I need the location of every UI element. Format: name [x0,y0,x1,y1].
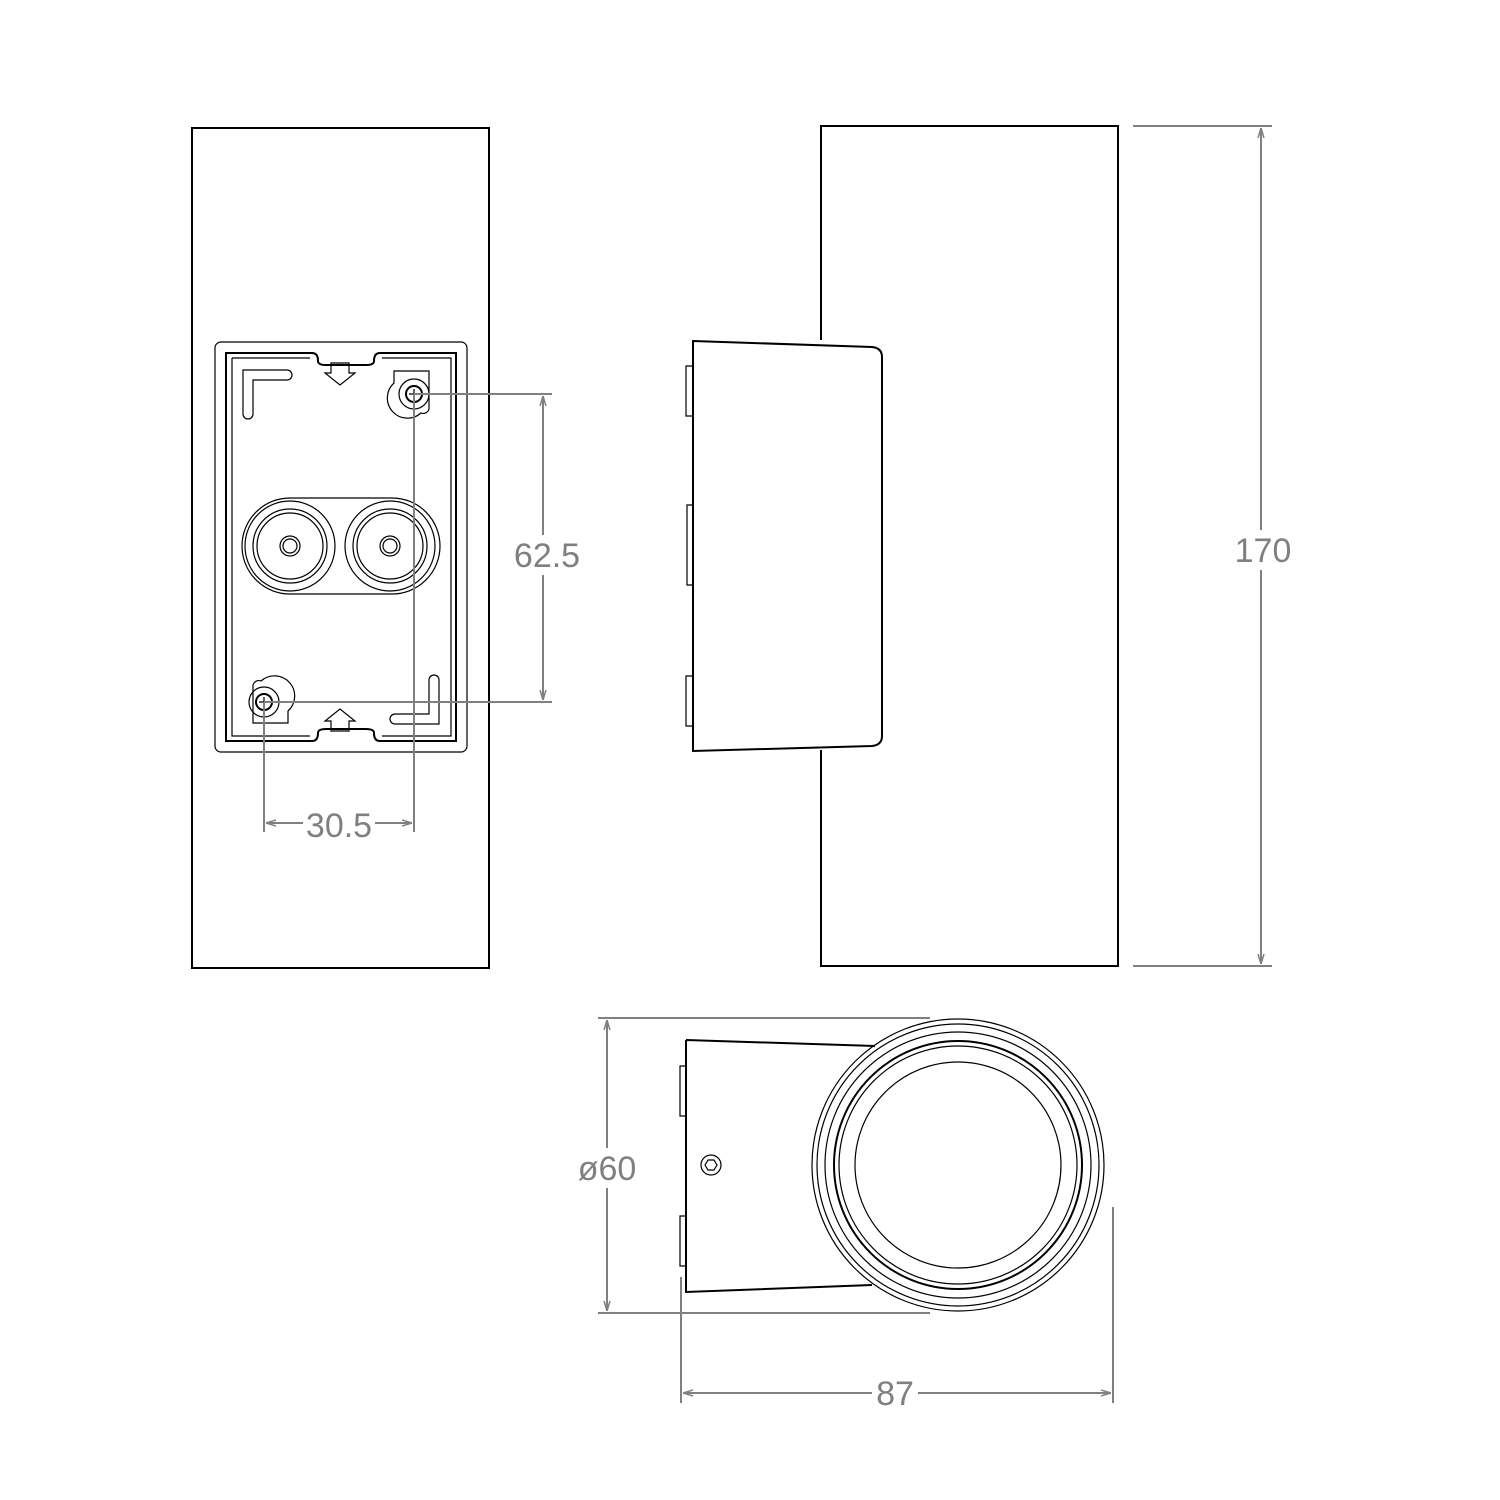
hex-screw-icon [700,1154,722,1176]
arrow-down-icon [323,362,357,386]
top-view: ø60 87 [572,1017,1114,1413]
side-view: 170 [685,125,1292,967]
corner-bracket [242,369,293,420]
dimension-label: 30.5 [306,807,372,845]
lens-ring [811,1018,1105,1312]
dimension-diameter-60: ø60 [572,1017,930,1314]
housing-side-outline [820,125,1119,967]
arrow-up-icon [323,708,357,732]
dimension-87: 87 [680,1207,1114,1413]
dimension-label: 170 [1235,532,1292,570]
dimension-30-5: 30.5 [263,394,415,845]
dimension-62-5: 62.5 [264,393,580,703]
back-view: 62.5 30.5 [191,127,580,969]
dimension-label: 87 [876,1375,914,1413]
dimension-170: 170 [1133,125,1292,967]
dimension-label: 62.5 [514,537,580,575]
corner-bracket [389,674,440,725]
housing-back-outline [191,127,490,969]
mounting-plate [214,341,468,753]
dimension-label: ø60 [578,1150,637,1188]
screw-icon [248,675,296,724]
mount-box-side [692,339,883,753]
cable-gland-pair [241,497,441,595]
